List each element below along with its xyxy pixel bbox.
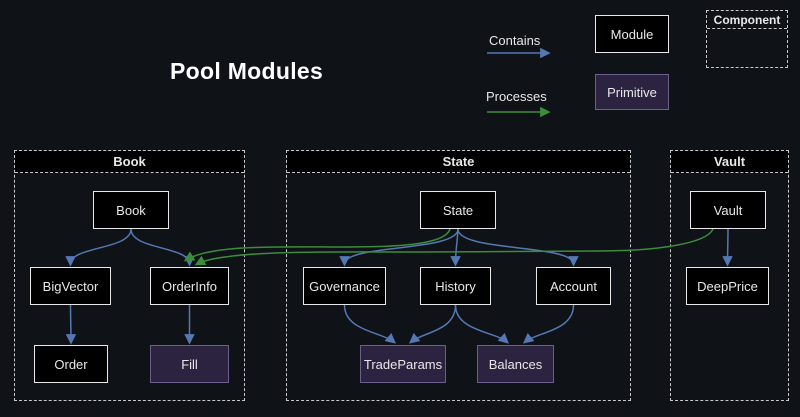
node-tradeparams: TradeParams xyxy=(360,345,446,383)
legend-module-box: Module xyxy=(595,15,669,53)
cluster-book: Book xyxy=(14,150,245,401)
legend-processes-label: Processes xyxy=(486,89,547,104)
node-history: History xyxy=(420,267,491,305)
legend-component-box: Component xyxy=(706,10,788,68)
page-title: Pool Modules xyxy=(170,58,324,84)
node-balances: Balances xyxy=(477,345,554,383)
cluster-vault-header: Vault xyxy=(671,151,788,173)
cluster-book-header: Book xyxy=(15,151,244,173)
node-state: State xyxy=(420,191,496,229)
node-orderinfo: OrderInfo xyxy=(150,267,229,305)
legend-primitive-box: Primitive xyxy=(595,74,669,110)
node-deepprice: DeepPrice xyxy=(686,267,769,305)
legend-component-label: Component xyxy=(707,11,787,29)
node-fill: Fill xyxy=(150,345,229,383)
cluster-state: State xyxy=(286,150,631,401)
node-governance: Governance xyxy=(303,267,386,305)
legend-contains-label: Contains xyxy=(489,33,541,48)
cluster-state-header: State xyxy=(287,151,630,173)
node-bigvector: BigVector xyxy=(30,267,111,305)
cluster-vault: Vault xyxy=(670,150,789,401)
node-order: Order xyxy=(34,345,108,383)
node-book: Book xyxy=(93,191,169,229)
node-account: Account xyxy=(536,267,611,305)
node-vault: Vault xyxy=(690,191,766,229)
